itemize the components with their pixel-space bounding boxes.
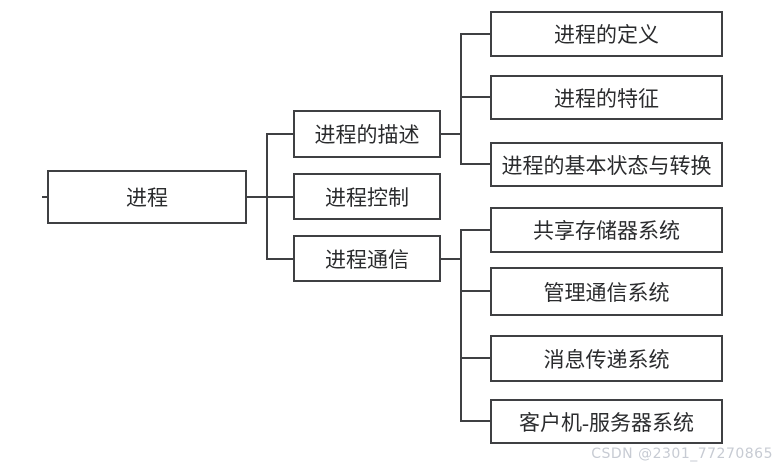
node-label: 进程控制	[325, 185, 409, 210]
node-process-description: 进程的描述	[293, 110, 441, 158]
connector-trunk-level2	[266, 133, 268, 260]
connector-branch-description	[266, 133, 293, 135]
node-label: 进程的特征	[554, 86, 659, 111]
connector-root-to-control	[247, 196, 293, 198]
node-process-communication: 进程通信	[293, 235, 441, 282]
connector-trunk-communication-children	[460, 229, 462, 422]
node-label: 共享存储器系统	[533, 219, 680, 243]
node-process-characteristics: 进程的特征	[490, 75, 723, 120]
node-label: 进程的描述	[314, 123, 420, 147]
node-label: 客户机-服务器系统	[519, 410, 694, 435]
connector-branch-characteristics	[460, 96, 490, 98]
connector-trunk-description-children	[460, 33, 462, 165]
node-label: 管理通信系统	[543, 280, 670, 305]
csdn-watermark: CSDN @2301_77270865	[591, 446, 773, 462]
connector-communication-out	[441, 258, 461, 260]
node-message-passing-system: 消息传递系统	[490, 335, 723, 382]
node-label: 消息传递系统	[543, 347, 670, 372]
connector-branch-client-server	[460, 420, 490, 422]
connector-branch-definition	[460, 33, 490, 35]
connector-branch-message-passing	[460, 357, 490, 359]
connector-branch-management	[460, 290, 490, 292]
node-process-control: 进程控制	[293, 173, 441, 220]
connector-description-out	[441, 133, 461, 135]
connector-branch-communication	[266, 258, 293, 260]
node-management-communication-system: 管理通信系统	[490, 267, 723, 316]
node-label: 进程的定义	[554, 23, 659, 47]
connector-branch-states	[460, 163, 490, 165]
node-label: 进程	[126, 186, 168, 210]
node-process: 进程	[47, 170, 247, 224]
node-label: 进程的基本状态与转换	[501, 153, 712, 178]
connector-root-left-tick	[42, 196, 47, 198]
node-process-definition: 进程的定义	[490, 11, 723, 57]
node-shared-memory-system: 共享存储器系统	[490, 207, 723, 253]
connector-branch-shared-memory	[460, 229, 490, 231]
node-process-states-transitions: 进程的基本状态与转换	[490, 142, 723, 187]
node-client-server-system: 客户机-服务器系统	[490, 399, 723, 444]
node-label: 进程通信	[325, 247, 409, 272]
